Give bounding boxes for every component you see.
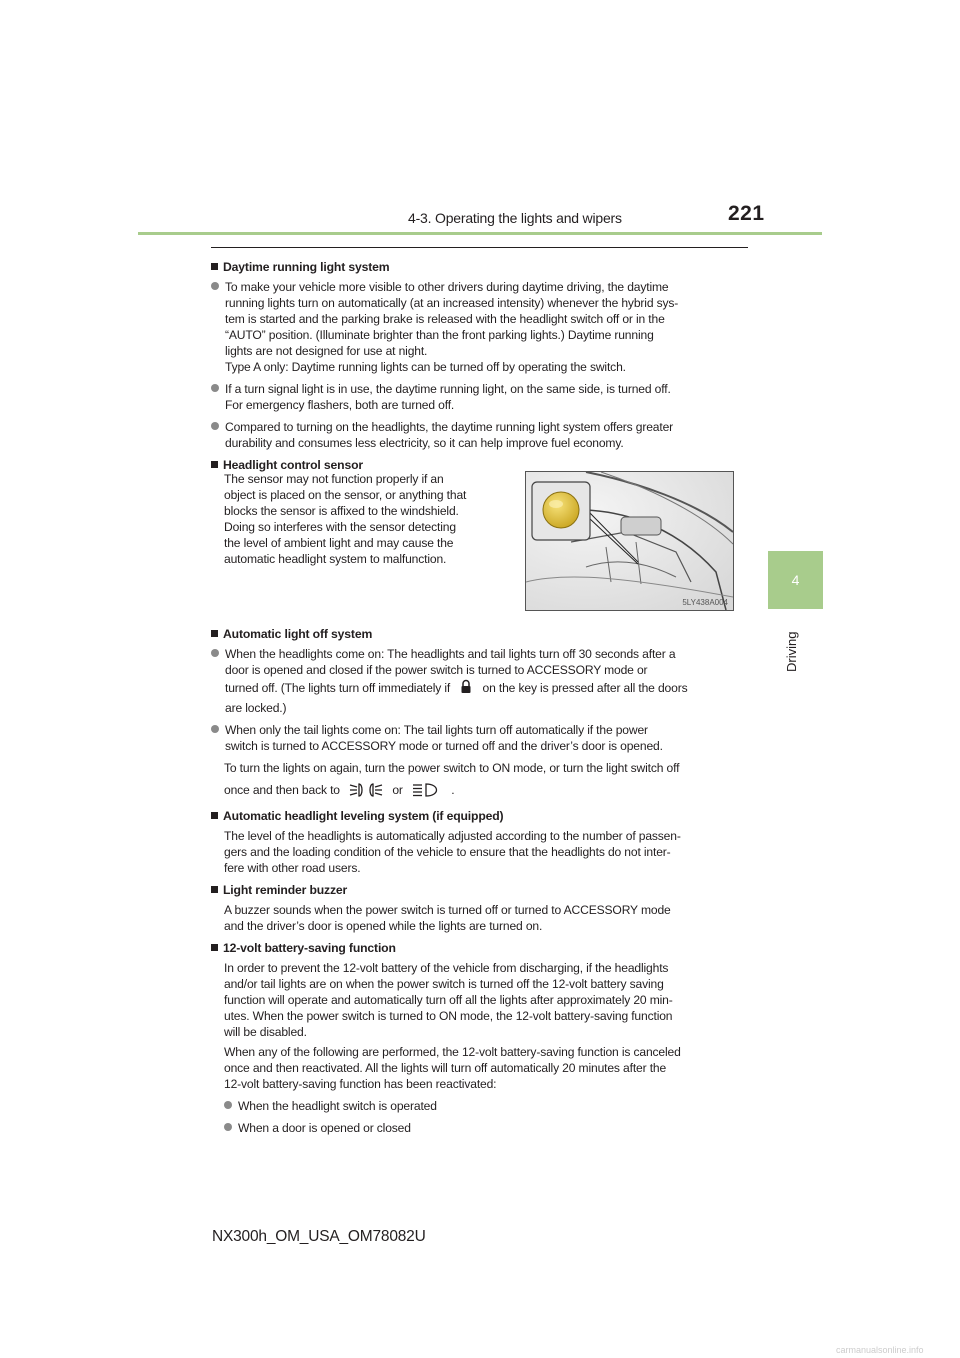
section-daytime: Daytime running light system To make you… — [211, 259, 751, 473]
square-bullet-icon — [211, 944, 218, 951]
site-watermark: carmanualsonline.info — [836, 1345, 924, 1355]
square-bullet-icon — [211, 461, 218, 468]
header-rule — [138, 232, 822, 235]
round-bullet-icon — [224, 1123, 232, 1131]
bullet-daytime-1: To make your vehicle more visible to oth… — [211, 279, 751, 375]
chapter-tab-label-text: Driving — [784, 631, 799, 672]
section-title-battery: 12-volt battery-saving function — [211, 940, 751, 956]
chapter-tab-label: Driving — [782, 614, 800, 674]
sensor-description: The sensor may not function properly if … — [224, 472, 467, 566]
section-title-leveling: Automatic headlight leveling system (if … — [211, 808, 751, 824]
square-bullet-icon — [211, 630, 218, 637]
round-bullet-icon — [211, 384, 219, 392]
header-section-title: 4-3. Operating the lights and wipers — [408, 210, 622, 226]
page-number: 221 — [728, 202, 765, 225]
battery-text-1: In order to prevent the 12-volt battery … — [224, 961, 673, 1039]
tail-light-icon — [349, 782, 383, 802]
square-bullet-icon — [211, 263, 218, 270]
square-bullet-icon — [211, 812, 218, 819]
bullet-battery-1: When the headlight switch is operated — [224, 1098, 751, 1114]
content-top-rule — [211, 247, 748, 248]
bullet-auto-off-1: When the headlights come on: The headlig… — [211, 646, 751, 716]
battery-text-2: When any of the following are performed,… — [224, 1045, 681, 1091]
auto-off-note: To turn the lights on again, turn the po… — [211, 760, 751, 802]
section-title-auto-off: Automatic light off system — [211, 626, 751, 642]
round-bullet-icon — [211, 649, 219, 657]
bullet-battery-2: When a door is opened or closed — [224, 1120, 751, 1136]
bullet-daytime-2: If a turn signal light is in use, the da… — [211, 381, 751, 413]
leveling-text: The level of the headlights is automatic… — [224, 829, 681, 875]
windshield-sensor-image — [526, 472, 733, 610]
section-auto-off: Automatic light off system When the head… — [211, 626, 751, 1136]
round-bullet-icon — [224, 1101, 232, 1109]
headlight-icon — [412, 782, 442, 802]
figure-code: 5LY438A004 — [682, 598, 728, 607]
bullet-daytime-3: Compared to turning on the headlights, t… — [211, 419, 751, 451]
section-title-sensor: Headlight control sensor — [211, 457, 751, 473]
sensor-illustration: 5LY438A004 — [525, 471, 734, 611]
buzzer-text: A buzzer sounds when the power switch is… — [224, 903, 671, 933]
square-bullet-icon — [211, 886, 218, 893]
chapter-tab — [768, 551, 823, 609]
section-title-buzzer: Light reminder buzzer — [211, 882, 751, 898]
document-code: NX300h_OM_USA_OM78082U — [212, 1228, 426, 1245]
round-bullet-icon — [211, 725, 219, 733]
round-bullet-icon — [211, 282, 219, 290]
round-bullet-icon — [211, 422, 219, 430]
bullet-auto-off-2: When only the tail lights come on: The t… — [211, 722, 751, 754]
lock-icon — [457, 678, 475, 700]
section-title-daytime: Daytime running light system — [211, 259, 751, 275]
chapter-tab-number: 4 — [791, 572, 800, 588]
